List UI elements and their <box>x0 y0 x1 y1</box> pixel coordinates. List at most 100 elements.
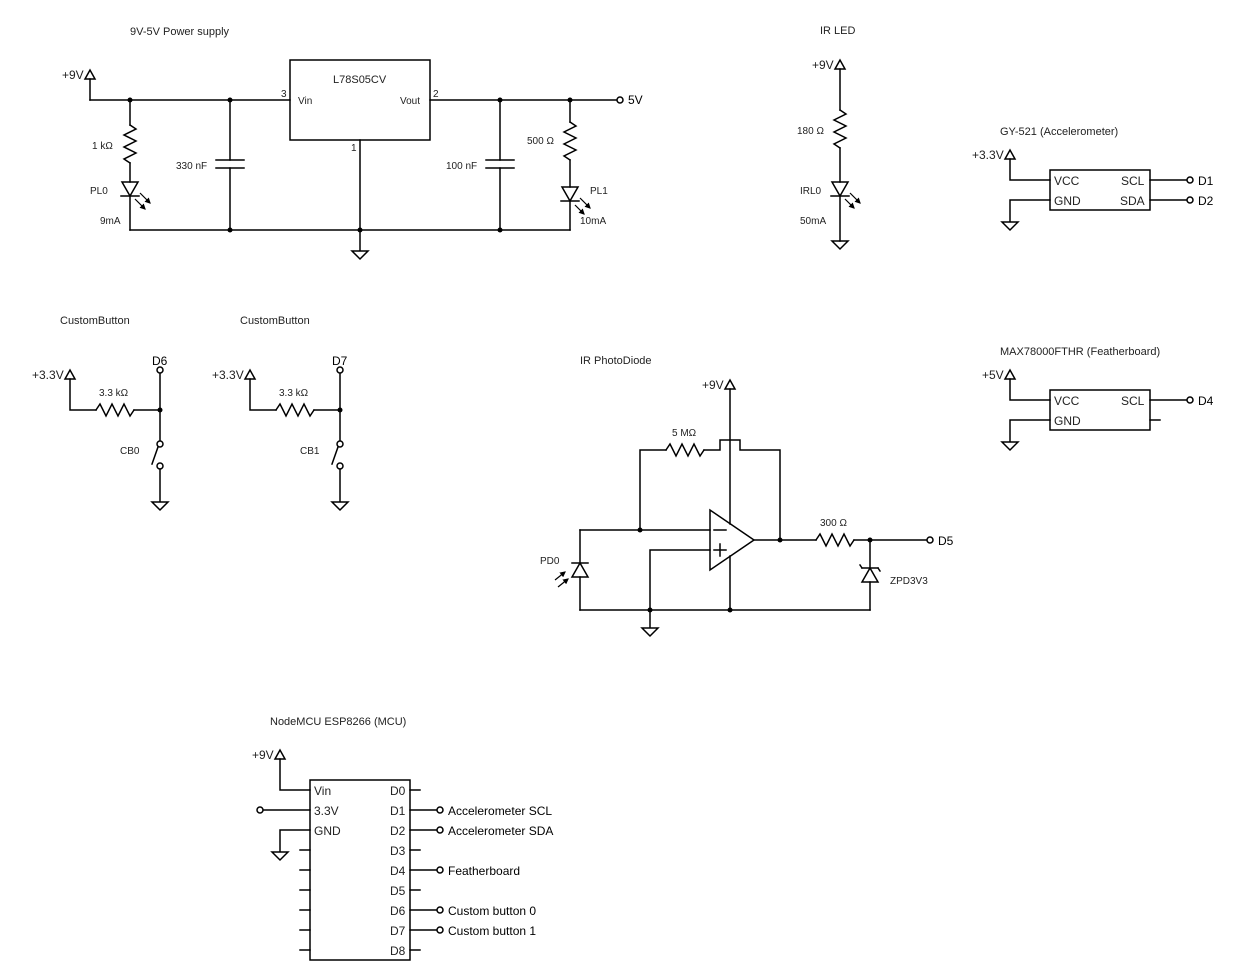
accelerometer-box <box>1049 169 1151 211</box>
photodiode-vcc-symbol <box>723 378 737 390</box>
mcu-d1-terminal <box>436 806 444 814</box>
featherboard-pin-vcc: VCC <box>1054 394 1080 408</box>
button1-switch-contact <box>336 440 344 448</box>
photodiode-net-label: D5 <box>938 534 954 548</box>
wire-button0-vcc <box>69 378 97 411</box>
button0-vin-label: +3.3V <box>32 368 64 382</box>
button0-section: CustomButton +3.3V 3.3 kΩ D6 CB0 <box>32 315 170 512</box>
button0-resistor-label: 3.3 kΩ <box>99 388 129 399</box>
regulator-name: L78S05CV <box>333 74 387 86</box>
junction-dot <box>497 227 503 233</box>
power-supply-vin-label: +9V <box>62 68 84 82</box>
mcu-pin-3v3: 3.3V <box>314 804 339 818</box>
capacitor-330nf-label: 330 nF <box>176 161 207 172</box>
accelerometer-net-scl: D1 <box>1198 174 1214 188</box>
photodiode-net-terminal <box>926 536 934 544</box>
mcu-d4-terminal <box>436 866 444 874</box>
regulator-pin-1: 1 <box>351 143 357 154</box>
resistor-feedback-label: 5 MΩ <box>672 428 697 439</box>
resistor-feedback <box>664 442 706 458</box>
power-supply-title: 9V-5V Power supply <box>130 26 230 38</box>
button1-net-label: D7 <box>332 354 348 368</box>
capacitor-100nf-label: 100 nF <box>446 161 477 172</box>
junction-dot <box>357 227 363 233</box>
junction-dot <box>227 227 233 233</box>
mcu-3v3-terminal <box>256 806 264 814</box>
junction-dot <box>777 537 783 543</box>
mcu-pin-gnd: GND <box>314 824 341 838</box>
resistor-180 <box>832 68 848 183</box>
mcu-section: NodeMCU ESP8266 (MCU) +9V Vin 3.3V GND D… <box>252 716 553 961</box>
mcu-pin-d6: D6 <box>390 904 406 918</box>
photodiode-section: IR PhotoDiode +9V 5 MΩ 300 Ω D5 <box>540 355 954 638</box>
regulator-pin-vin: Vin <box>298 96 312 107</box>
ground-symbol <box>150 501 170 512</box>
accelerometer-vin-label: +3.3V <box>972 148 1004 162</box>
ir-led-vcc-symbol <box>833 58 847 70</box>
mcu-conn-d7: Custom button 1 <box>448 924 536 938</box>
button1-switch-contact <box>336 462 344 470</box>
button1-vcc-symbol <box>243 368 257 380</box>
resistor-output-label: 300 Ω <box>820 518 847 529</box>
wire-accel-vcc <box>1009 158 1051 181</box>
ground-symbol <box>330 501 350 512</box>
mcu-d7-terminal <box>436 926 444 934</box>
button1-name: CB1 <box>300 446 320 457</box>
mcu-pin-d1: D1 <box>390 804 406 818</box>
button1-net-terminal <box>336 366 344 374</box>
resistor-1k-label: 1 kΩ <box>92 141 113 152</box>
accelerometer-sda-terminal <box>1186 196 1194 204</box>
regulator-pin-3: 3 <box>281 89 287 100</box>
resistor-button0 <box>94 402 136 418</box>
button1-section: CustomButton +3.3V 3.3 kΩ D7 CB1 <box>212 315 350 512</box>
regulator-pin-2: 2 <box>433 89 439 100</box>
wire-mcu-gnd <box>279 829 311 852</box>
output-5v-label: 5V <box>628 93 643 107</box>
accelerometer-pin-gnd: GND <box>1054 194 1081 208</box>
accelerometer-pin-scl: SCL <box>1121 174 1145 188</box>
led-pl1 <box>560 186 591 231</box>
wire-button1-vcc <box>249 378 277 411</box>
ground-symbol <box>270 851 290 862</box>
regulator-pin-vout: Vout <box>400 96 420 107</box>
photodiode-label: PD0 <box>540 556 560 567</box>
mcu-vcc-symbol <box>273 748 287 760</box>
ir-led-vin-label: +9V <box>812 58 834 72</box>
power-supply-vcc-symbol <box>83 68 97 101</box>
featherboard-pin-gnd: GND <box>1054 414 1081 428</box>
wire-noninverting-input <box>649 549 711 611</box>
ir-led-label: IRL0 <box>800 186 822 197</box>
mcu-d2-terminal <box>436 826 444 834</box>
mcu-pin-vin: Vin <box>314 784 331 798</box>
junction-dot <box>337 407 343 413</box>
led-pl1-label: PL1 <box>590 186 608 197</box>
button0-title: CustomButton <box>60 315 130 327</box>
button1-title: CustomButton <box>240 315 310 327</box>
resistor-500 <box>562 99 578 188</box>
accelerometer-net-sda: D2 <box>1198 194 1214 208</box>
zener-label: ZPD3V3 <box>890 576 928 587</box>
resistor-500-label: 500 Ω <box>527 136 554 147</box>
wire-mcu-vin <box>279 758 311 791</box>
featherboard-title: MAX78000FTHR (Featherboard) <box>1000 346 1160 358</box>
led-pl1-current: 10mA <box>580 216 606 227</box>
capacitor-330nf <box>215 99 245 231</box>
button0-net-label: D6 <box>152 354 168 368</box>
junction-dot <box>637 527 643 533</box>
accelerometer-scl-terminal <box>1186 176 1194 184</box>
button1-switch-lever[interactable] <box>331 446 339 465</box>
resistor-button1 <box>274 402 316 418</box>
button0-switch-lever[interactable] <box>151 446 159 465</box>
ir-led-current: 50mA <box>800 216 826 227</box>
junction-dot <box>727 607 733 613</box>
featherboard-section: MAX78000FTHR (Featherboard) +5V VCC GND … <box>982 346 1214 452</box>
button1-resistor-label: 3.3 kΩ <box>279 388 309 399</box>
resistor-1k <box>122 99 138 183</box>
featherboard-box <box>1049 389 1151 431</box>
button1-vin-label: +3.3V <box>212 368 244 382</box>
featherboard-net-scl: D4 <box>1198 394 1214 408</box>
ir-led-section: IR LED +9V 180 Ω IRL0 50mA <box>797 25 861 251</box>
mcu-pin-d8: D8 <box>390 944 406 958</box>
output-5v-terminal <box>616 96 624 104</box>
